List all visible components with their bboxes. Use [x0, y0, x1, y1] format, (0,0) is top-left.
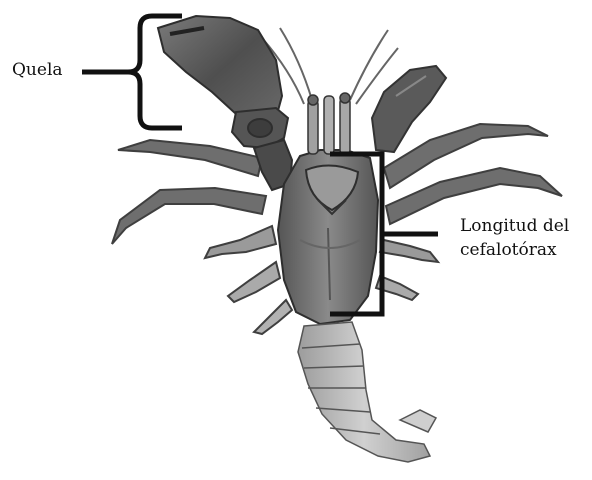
quela-label: Quela — [12, 58, 63, 82]
eye-stalks — [308, 93, 350, 154]
cephalothorax-label-line2: cefalotórax — [460, 238, 569, 262]
cephalothorax-length-label: Longitud del cefalotórax — [460, 214, 569, 262]
right-legs — [376, 124, 562, 300]
cephalothorax-label-line1: Longitud del — [460, 214, 569, 238]
abdomen — [298, 322, 436, 462]
cephalothorax — [278, 150, 378, 324]
